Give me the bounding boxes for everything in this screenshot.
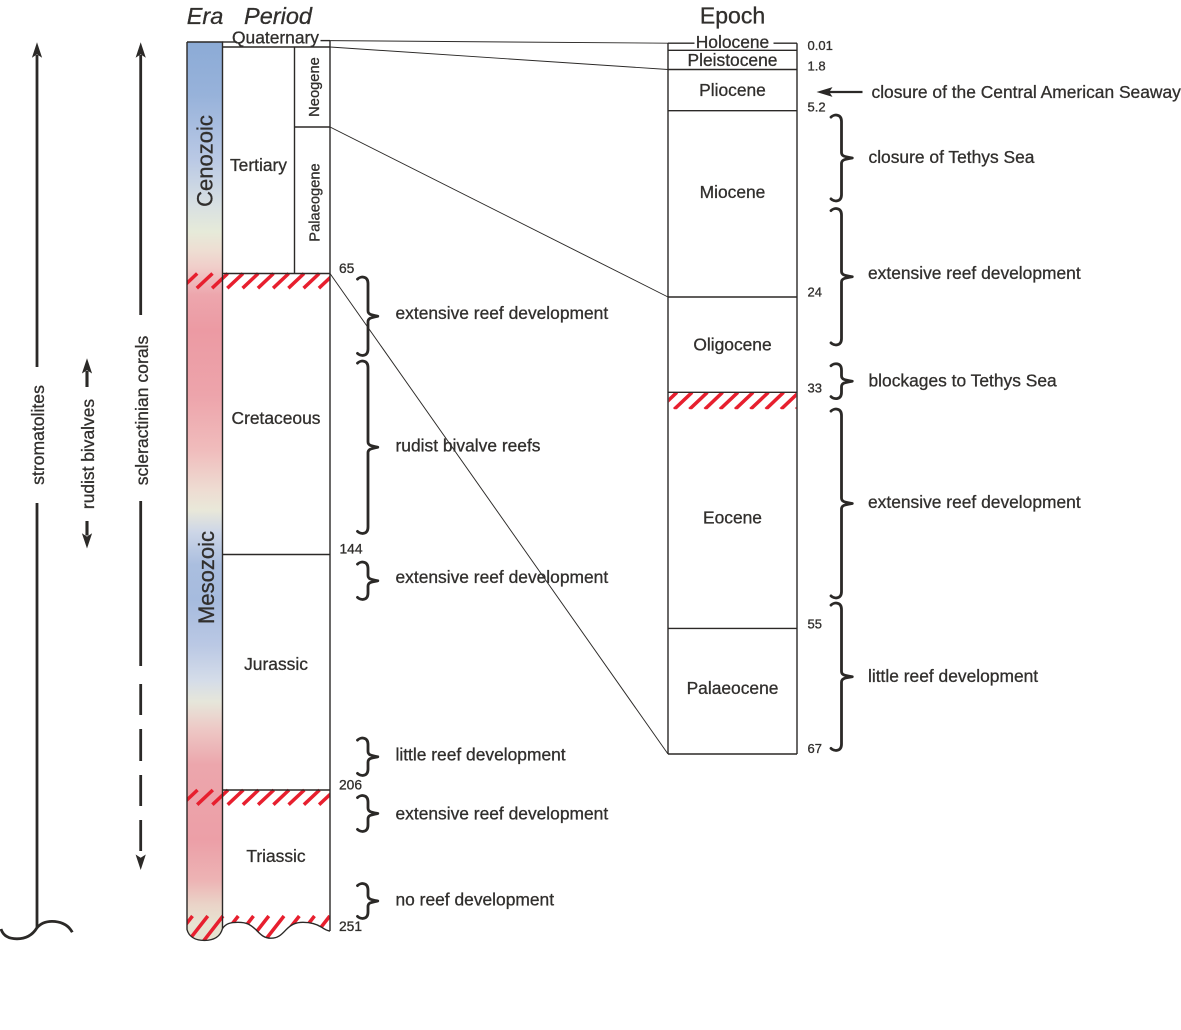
svg-text:closure of Tethys Sea: closure of Tethys Sea — [869, 147, 1035, 167]
svg-text:Palaeocene: Palaeocene — [687, 678, 779, 698]
svg-text:206: 206 — [339, 778, 362, 793]
svg-text:no reef development: no reef development — [396, 890, 555, 910]
svg-text:Oligocene: Oligocene — [693, 335, 771, 355]
svg-text:Cretaceous: Cretaceous — [232, 408, 321, 428]
svg-text:144: 144 — [340, 542, 363, 557]
svg-text:little reef development: little reef development — [868, 666, 1038, 686]
svg-text:extensive reef development: extensive reef development — [868, 263, 1081, 283]
svg-text:67: 67 — [808, 741, 822, 756]
svg-text:65: 65 — [339, 261, 355, 276]
svg-text:Era: Era — [187, 3, 224, 29]
svg-text:Epoch: Epoch — [700, 3, 765, 29]
svg-text:Holocene: Holocene — [696, 32, 769, 52]
svg-text:Tertiary: Tertiary — [230, 155, 287, 175]
svg-text:Pleistocene: Pleistocene — [688, 50, 778, 70]
svg-text:Neogene: Neogene — [307, 57, 323, 117]
svg-text:1.8: 1.8 — [808, 59, 826, 74]
svg-text:little reef development: little reef development — [396, 745, 566, 765]
svg-text:extensive reef development: extensive reef development — [868, 492, 1081, 512]
svg-text:Quaternary: Quaternary — [232, 28, 319, 48]
svg-text:Miocene: Miocene — [700, 182, 766, 202]
svg-text:Period: Period — [244, 3, 313, 29]
svg-text:stromatolites: stromatolites — [28, 385, 48, 485]
svg-text:Pliocene: Pliocene — [699, 80, 766, 100]
svg-text:Mesozoic: Mesozoic — [194, 531, 219, 624]
svg-text:0.01: 0.01 — [808, 38, 833, 53]
svg-text:5.2: 5.2 — [808, 100, 826, 115]
svg-text:Eocene: Eocene — [703, 508, 762, 528]
svg-text:251: 251 — [339, 919, 362, 934]
svg-text:scleractinian corals: scleractinian corals — [132, 335, 152, 485]
svg-text:Triassic: Triassic — [246, 846, 306, 866]
svg-text:Jurassic: Jurassic — [244, 654, 308, 674]
svg-text:Palaeogene: Palaeogene — [308, 163, 324, 241]
svg-text:rudist bivalve reefs: rudist bivalve reefs — [396, 436, 541, 456]
svg-text:extensive reef development: extensive reef development — [396, 303, 609, 323]
svg-text:rudist bivalves: rudist bivalves — [78, 399, 98, 509]
svg-text:closure of the Central America: closure of the Central American Seaway — [872, 82, 1181, 102]
svg-text:24: 24 — [808, 285, 822, 300]
svg-text:extensive reef development: extensive reef development — [396, 804, 609, 824]
svg-text:33: 33 — [808, 381, 822, 396]
svg-text:55: 55 — [808, 617, 822, 632]
svg-text:Cenozoic: Cenozoic — [192, 115, 217, 207]
svg-text:blockages to Tethys Sea: blockages to Tethys Sea — [869, 371, 1058, 391]
svg-text:extensive reef development: extensive reef development — [396, 567, 609, 587]
